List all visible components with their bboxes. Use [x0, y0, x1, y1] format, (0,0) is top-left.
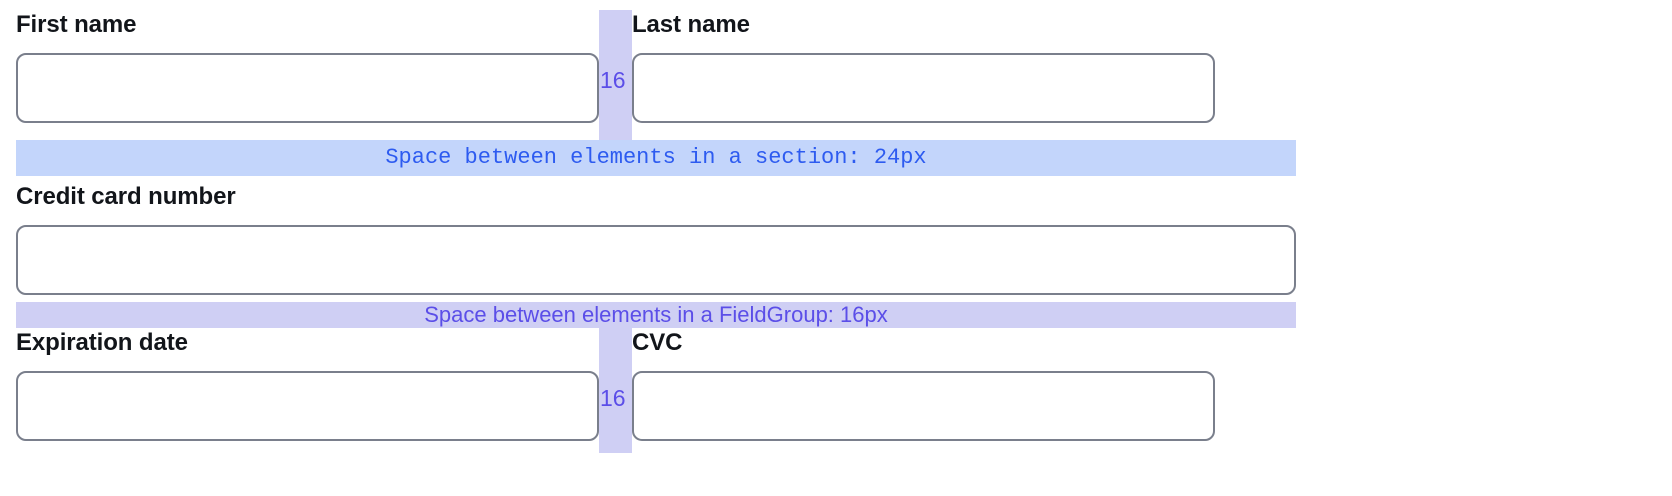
field-first-name: First name [16, 10, 599, 140]
cvc-input[interactable] [632, 371, 1215, 441]
credit-card-number-input[interactable] [16, 225, 1296, 295]
section-spacing-band-label: Space between elements in a section: 24p… [385, 145, 927, 170]
expiry-cvc-row: Expiration date 16 CVC [16, 328, 1296, 453]
credit-card-row: Credit card number [16, 182, 1296, 300]
field-label-last-name: Last name [632, 11, 750, 38]
gutter-expiry-cvc-row: 16 [599, 328, 632, 453]
fieldgroup-spacing-band: Space between elements in a FieldGroup: … [16, 302, 1296, 328]
last-name-input[interactable] [632, 53, 1215, 123]
field-label-cvc: CVC [632, 329, 683, 356]
field-last-name: Last name [632, 10, 1215, 140]
gutter-name-row: 16 [599, 10, 632, 140]
section-spacing-band: Space between elements in a section: 24p… [16, 140, 1296, 176]
fieldgroup-spacing-band-label: Space between elements in a FieldGroup: … [424, 302, 888, 327]
field-label-credit-card-number: Credit card number [16, 183, 236, 210]
field-cvc: CVC [632, 328, 1215, 453]
field-label-first-name: First name [16, 11, 137, 38]
gutter-label-name-row: 16 [600, 67, 626, 93]
field-credit-card-number: Credit card number [16, 182, 1296, 300]
gutter-label-expiry-cvc-row: 16 [600, 385, 626, 411]
name-row: First name 16 Last name [16, 10, 1296, 140]
first-name-input[interactable] [16, 53, 599, 123]
expiration-date-input[interactable] [16, 371, 599, 441]
field-expiration-date: Expiration date [16, 328, 599, 453]
field-label-expiration-date: Expiration date [16, 329, 188, 356]
